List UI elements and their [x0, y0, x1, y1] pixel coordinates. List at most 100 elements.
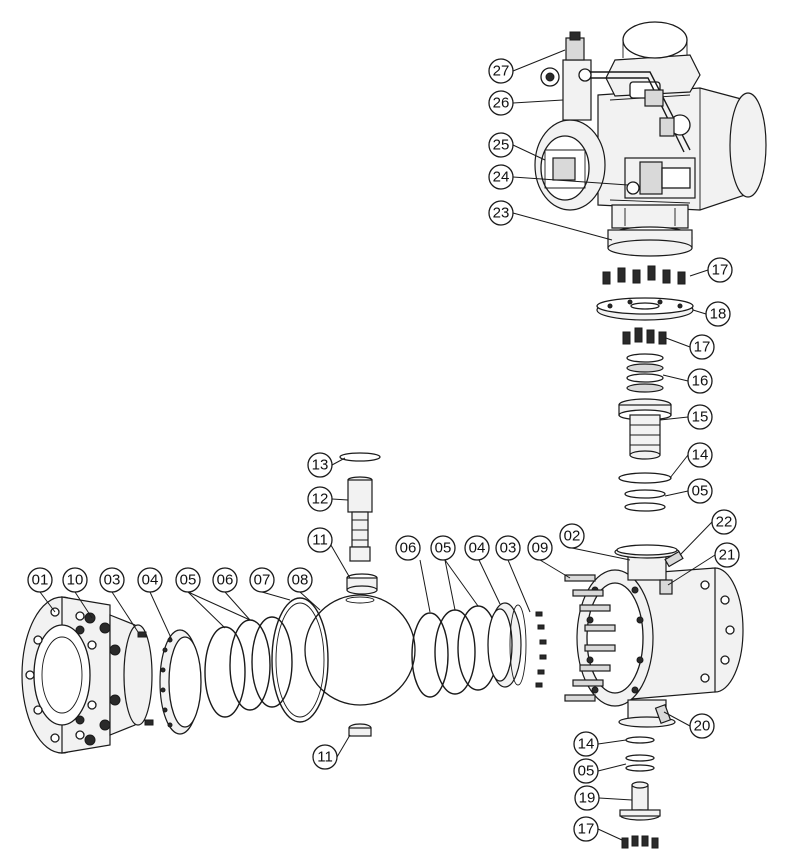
actuator-assembly: [534, 21, 767, 257]
callout-20: 20: [689, 713, 715, 739]
callout-label: 16: [692, 373, 709, 390]
screws-03-left: [137, 631, 154, 726]
rings-06-05-right: [411, 605, 499, 698]
callout-08: 08: [287, 567, 313, 593]
callout-label: 05: [692, 483, 709, 500]
callout-17-top: 17: [707, 257, 733, 283]
callout-05: 05: [175, 567, 201, 593]
left-flange-01: [21, 596, 153, 754]
seat-04-right: [487, 602, 527, 688]
callout-22: 22: [711, 509, 737, 535]
callout-label: 13: [312, 457, 329, 474]
trunnion-19: [619, 781, 661, 821]
callout-label: 06: [400, 540, 417, 557]
callout-13: 13: [307, 452, 333, 478]
callout-label: 19: [579, 790, 596, 807]
bottom-rings: [625, 736, 655, 772]
callout-05-right: 05: [430, 535, 456, 561]
fitting-22: [664, 550, 684, 568]
callout-21: 21: [714, 542, 740, 568]
seat-04-left: [159, 629, 202, 735]
callout-10: 10: [62, 567, 88, 593]
callout-06-right: 06: [395, 535, 421, 561]
gasket-07: [271, 597, 329, 723]
o-ring-13: [339, 452, 381, 462]
callout-14-bottom: 14: [573, 731, 599, 757]
stem-12: [347, 476, 373, 562]
callout-label: 11: [312, 532, 328, 549]
packing-rings-16: [626, 353, 664, 393]
studs-09: [564, 574, 616, 702]
nuts-10: [75, 612, 121, 746]
callout-label: 03: [104, 572, 121, 589]
callout-label: 24: [493, 169, 510, 186]
callout-02: 02: [559, 523, 585, 549]
o-rings-14-05-top: [618, 472, 672, 512]
ball-08: [304, 594, 416, 706]
callout-label: 07: [254, 572, 271, 589]
callout-label: 09: [532, 540, 549, 557]
callout-label: 14: [692, 447, 709, 464]
callout-05-top: 05: [687, 478, 713, 504]
callout-label: 27: [493, 63, 510, 80]
callout-label: 15: [692, 409, 709, 426]
callout-06: 06: [212, 567, 238, 593]
callout-04-right: 04: [464, 535, 490, 561]
screws-03-right: [535, 611, 547, 688]
callout-03: 03: [99, 567, 125, 593]
gland-15: [618, 398, 672, 460]
callout-23: 23: [488, 200, 514, 226]
callout-label: 20: [694, 718, 711, 735]
callout-label: 03: [500, 540, 517, 557]
callout-label: 06: [217, 572, 234, 589]
bushing-11-top: [346, 573, 378, 595]
callout-label: 01: [32, 572, 49, 589]
callout-label: 14: [578, 736, 595, 753]
leader-lines: [39, 49, 716, 841]
callout-label: 22: [716, 514, 733, 531]
stem-flange-18: [596, 297, 694, 321]
callout-label: 05: [578, 763, 595, 780]
callout-label: 04: [469, 540, 486, 557]
callout-03-right: 03: [495, 535, 521, 561]
callout-label: 21: [719, 547, 736, 564]
callout-label: 02: [564, 528, 581, 545]
callout-label: 11: [317, 749, 333, 766]
callout-04: 04: [137, 567, 163, 593]
callout-label: 17: [712, 262, 729, 279]
callout-label: 05: [435, 540, 452, 557]
callout-label: 26: [493, 95, 510, 112]
callout-09: 09: [527, 535, 553, 561]
callout-15: 15: [687, 404, 713, 430]
callout-label: 12: [312, 491, 329, 508]
callout-12: 12: [307, 486, 333, 512]
bottom-bolts: [621, 835, 659, 849]
callout-label: 25: [493, 137, 510, 154]
callout-17-bottom: 17: [573, 816, 599, 842]
callout-label: 17: [578, 821, 595, 838]
bushing-11-bottom: [348, 723, 372, 737]
stem-bolts-top: [602, 265, 686, 285]
fitting-20: [654, 704, 672, 724]
callout-27: 27: [488, 58, 514, 84]
callout-label: 08: [292, 572, 309, 589]
callout-16: 16: [687, 368, 713, 394]
valve-body-02: [576, 544, 744, 728]
callout-label: 18: [710, 306, 727, 323]
callout-19: 19: [574, 785, 600, 811]
callout-26: 26: [488, 90, 514, 116]
callout-18: 18: [705, 301, 731, 327]
callout-11: 11: [307, 527, 333, 553]
callout-01: 01: [27, 567, 53, 593]
callout-label: 10: [67, 572, 84, 589]
callout-07: 07: [249, 567, 275, 593]
stem-bolts-middle: [622, 327, 667, 345]
callout-11-bottom: 11: [312, 744, 338, 770]
callout-05-bottom: 05: [573, 758, 599, 784]
callout-25: 25: [488, 132, 514, 158]
callout-17-middle: 17: [689, 334, 715, 360]
callout-24: 24: [488, 164, 514, 190]
callout-label: 17: [694, 339, 711, 356]
